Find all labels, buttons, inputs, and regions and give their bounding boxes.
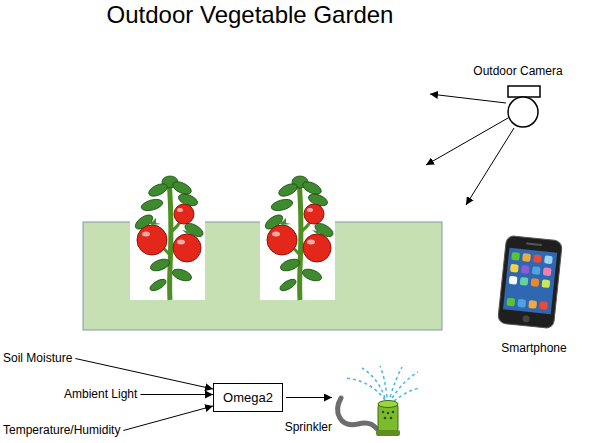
node-label: Outdoor Camera [462, 64, 574, 79]
node-label: Omega2 [223, 390, 273, 405]
smartphone-node: Smartphone [493, 232, 575, 356]
tomato-plant [260, 175, 335, 300]
signal-arrow [75, 359, 213, 390]
signal-arrow [140, 394, 213, 395]
node-label: Temperature/Humidity [3, 423, 120, 438]
camera-node: Outdoor Camera [462, 62, 574, 134]
node-label: Sprinkler [285, 420, 332, 435]
sensor-label: Soil Moisture [3, 351, 72, 366]
node-label: Soil Moisture [3, 351, 72, 366]
controller-box: Omega2 [213, 383, 283, 412]
sensor-label: Temperature/Humidity [3, 423, 120, 438]
sprinkler-icon [338, 366, 420, 436]
node-label: Ambient Light [64, 387, 137, 402]
camera-icon [508, 86, 540, 127]
signal-arrow [286, 397, 332, 398]
smartphone-icon [498, 235, 563, 328]
sensor-label: Ambient Light [64, 387, 137, 402]
tomato-plant [130, 175, 205, 300]
node-label: Smartphone [493, 341, 575, 356]
sprinkler-node: Sprinkler [332, 362, 422, 440]
camera-view-arrow [426, 94, 514, 205]
signal-arrow [123, 406, 213, 431]
diagram-title: Outdoor Vegetable Garden [95, 0, 405, 30]
